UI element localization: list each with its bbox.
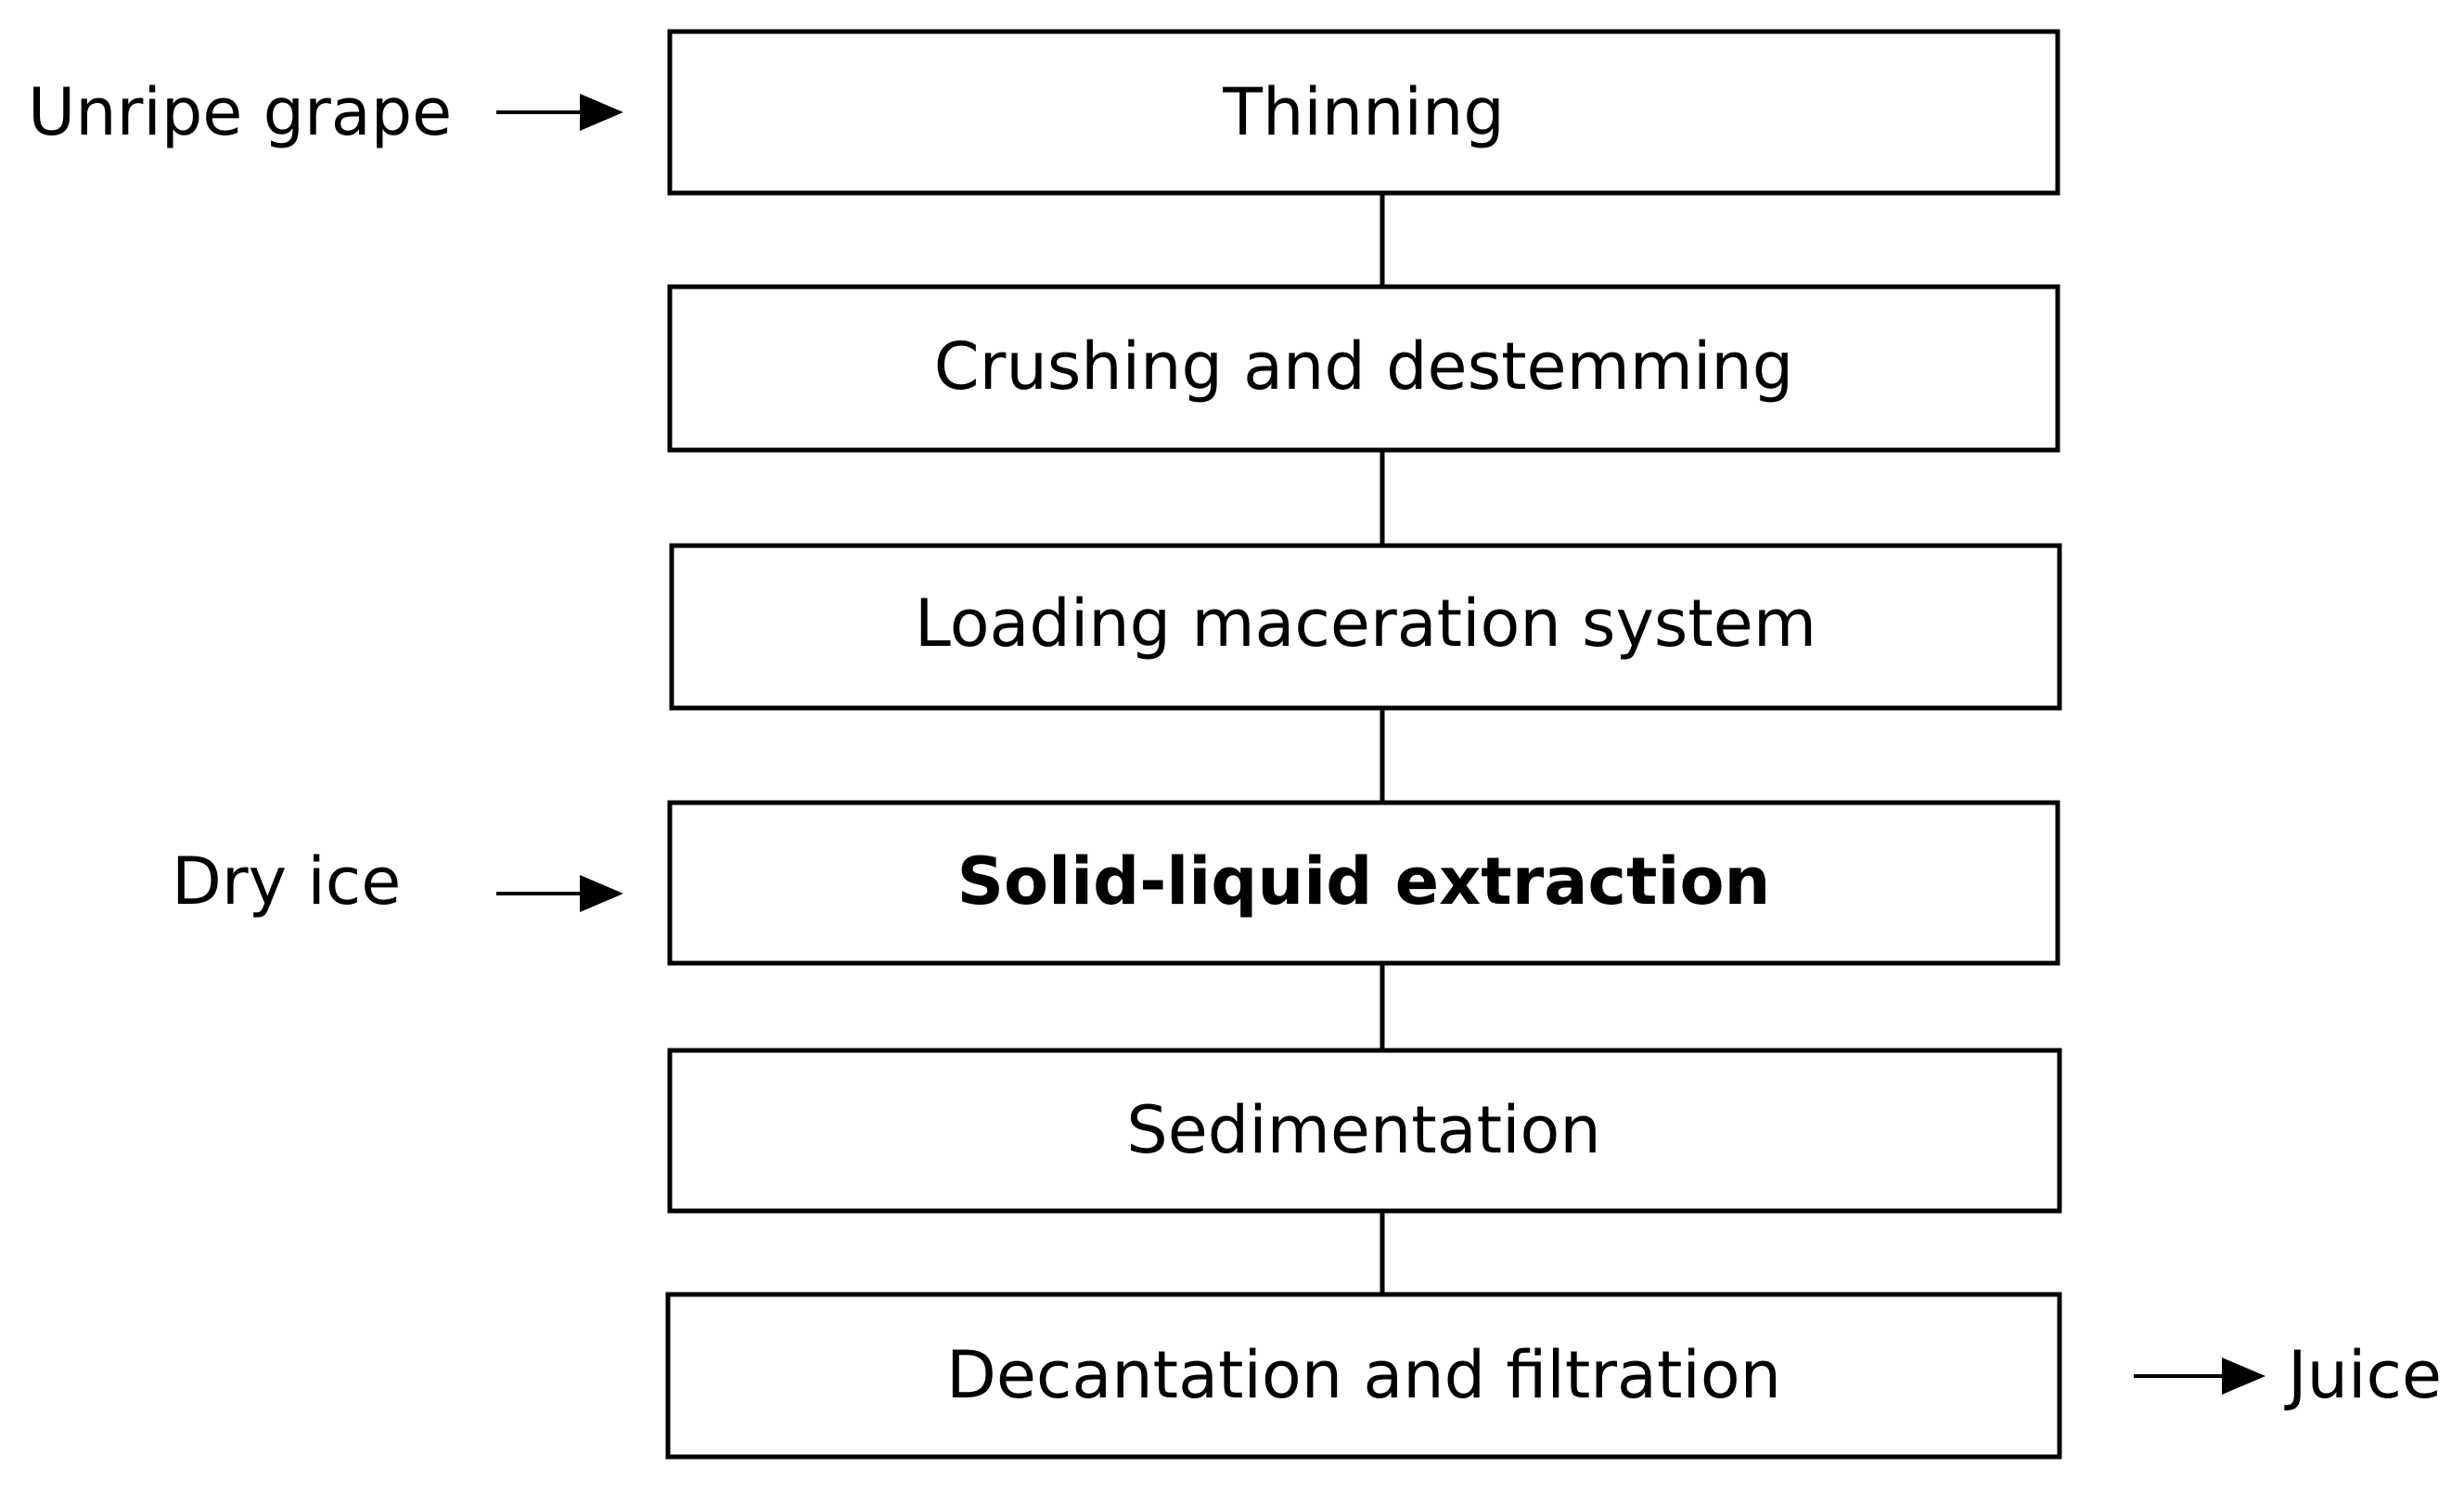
step-label: Thinning [1222, 74, 1505, 150]
step-box [667, 284, 2060, 453]
input-dry-ice: Dry ice [172, 843, 623, 920]
step-label: Solid-liquid extraction [957, 843, 1771, 920]
step-thinning: Thinning [667, 29, 2060, 196]
input-label: Dry ice [172, 843, 401, 920]
step-crushing-destemming: Crushing and destemming [667, 284, 2060, 453]
step-box [669, 543, 2062, 711]
step-box [667, 29, 2060, 196]
arrow-head-icon [580, 94, 623, 131]
step-solid-liquid-extraction: Solid-liquid extraction [667, 800, 2060, 966]
input-unripe-grape: Unripe grape [28, 74, 623, 150]
step-loading-maceration: Loading maceration system [669, 543, 2062, 711]
step-box [667, 800, 2060, 966]
step-box [667, 1048, 2062, 1214]
step-decantation-filtration: Decantation and filtration [665, 1292, 2062, 1460]
arrow-head-icon [580, 875, 623, 912]
step-label: Sedimentation [1126, 1092, 1600, 1168]
step-sedimentation: Sedimentation [667, 1048, 2062, 1214]
output-label: Juice [2284, 1337, 2442, 1413]
output-juice: Juice [2134, 1337, 2442, 1413]
arrow-head-icon [2222, 1358, 2265, 1395]
input-label: Unripe grape [28, 74, 452, 150]
step-label: Decantation and filtration [946, 1337, 1781, 1413]
step-label: Crushing and destemming [934, 328, 1793, 405]
step-box [665, 1292, 2062, 1460]
step-label: Loading maceration system [915, 586, 1816, 662]
